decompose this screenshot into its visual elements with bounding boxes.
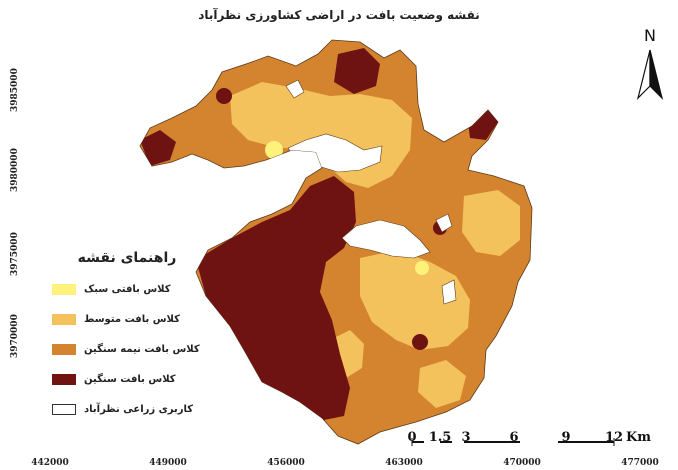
legend: راهنمای نقشه کلاس بافتی سبک کلاس بافت مت… — [52, 250, 202, 424]
legend-title: راهنمای نقشه — [77, 250, 177, 266]
x-tick-label: 456000 — [267, 458, 305, 468]
scale-label: 3 — [461, 430, 471, 445]
legend-label: کلاس بافت متوسط — [84, 313, 180, 325]
class-medium-zone — [418, 360, 466, 408]
legend-swatch — [52, 313, 76, 325]
legend-label: کلاس بافتی سبک — [84, 283, 171, 295]
non-farm-area — [285, 79, 305, 99]
legend-label: کاربری زراعی نظرآباد — [84, 403, 194, 415]
x-tick-label: 470000 — [503, 458, 541, 468]
class-heavy-zone — [140, 130, 176, 166]
x-tick-label: 477000 — [621, 458, 659, 468]
legend-item: کلاس بافت متوسط — [52, 304, 202, 334]
scale-bar — [411, 438, 615, 446]
legend-item: کلاس بافتی سبک — [52, 274, 202, 304]
scale-label: 6 — [509, 430, 519, 445]
x-tick-label: 442000 — [31, 458, 69, 468]
class-heavy-spot — [216, 88, 232, 104]
scale-label: 12 — [604, 430, 624, 445]
class-heavy-zone — [196, 176, 356, 420]
x-tick-label: 449000 — [149, 458, 187, 468]
scale-label: 9 — [561, 430, 571, 445]
class-medium-zone — [306, 100, 342, 134]
legend-item: کلاس بافت نیمه سنگین — [52, 334, 202, 364]
legend-item: کاربری زراعی نظرآباد — [52, 394, 202, 424]
north-letter: N — [644, 26, 656, 45]
legend-item: کلاس بافت سنگین — [52, 364, 202, 394]
scale-label: 0 — [407, 430, 417, 445]
class-light-spot — [265, 141, 283, 159]
north-arrow-icon — [636, 49, 664, 100]
non-farm-area — [435, 213, 453, 233]
class-medium-zone — [462, 190, 520, 256]
class-heavy-zone — [468, 108, 498, 140]
legend-label: کلاس بافت سنگین — [84, 373, 176, 385]
map-title: نقشه وضعیت بافت در اراضی کشاورزی نظرآباد — [198, 8, 480, 22]
class-heavy-spot — [412, 334, 428, 350]
north-arrow: N — [632, 26, 668, 106]
non-farm-area — [341, 219, 431, 259]
x-tick-label: 463000 — [385, 458, 423, 468]
legend-swatch — [52, 283, 76, 295]
class-light-spot — [415, 261, 429, 275]
class-medium-zone — [360, 250, 470, 350]
legend-label: کلاس بافت نیمه سنگین — [84, 343, 200, 355]
scale-unit: Km — [626, 430, 652, 445]
non-farm-area — [441, 279, 457, 305]
class-heavy-zone — [334, 48, 380, 94]
legend-swatch — [52, 373, 76, 385]
scale-label: 1.5 — [428, 430, 452, 445]
legend-swatch — [52, 343, 76, 355]
legend-swatch — [52, 403, 76, 415]
